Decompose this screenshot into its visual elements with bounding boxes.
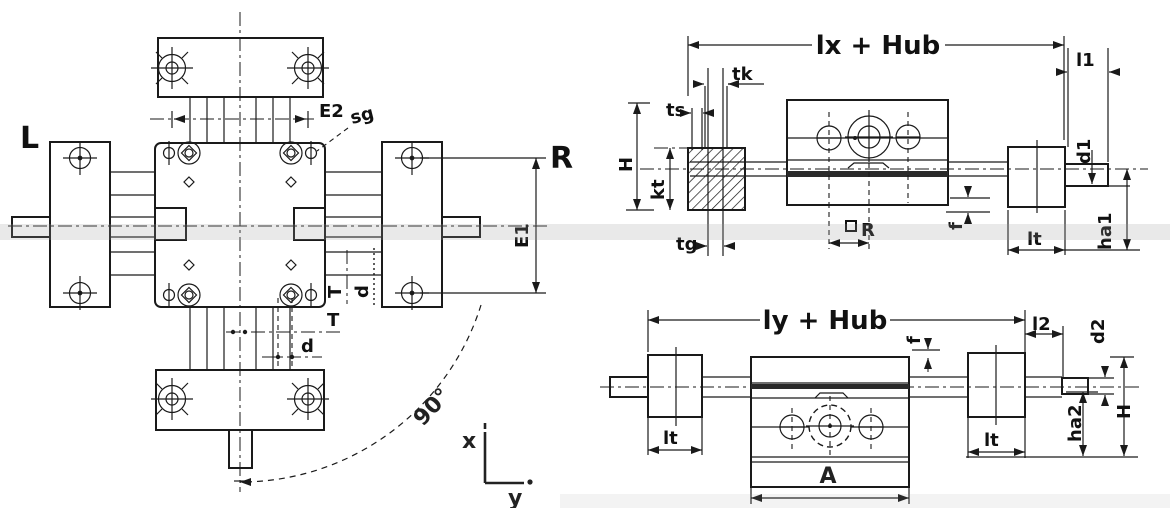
dim-label-h-top: H bbox=[616, 157, 637, 172]
nut-block-hatched bbox=[687, 147, 746, 211]
dim-label-t-right: T bbox=[325, 285, 346, 298]
carriage-body-y: A bbox=[750, 356, 910, 489]
angle-label: 90° bbox=[409, 384, 456, 431]
dim-square-r: R bbox=[828, 163, 875, 249]
x-axis-view: lx + Hub tk ts tg bbox=[616, 31, 1148, 256]
dim-h-bottom: H bbox=[1110, 356, 1135, 456]
dim-tk: tk bbox=[693, 64, 764, 147]
dim-label-lt-left: lt bbox=[663, 428, 678, 449]
dim-label-square-r: R bbox=[861, 220, 875, 241]
dim-t-d-bottom: T d bbox=[226, 298, 342, 368]
square-section-symbol bbox=[845, 220, 857, 232]
dim-label-sg: sg bbox=[348, 103, 376, 129]
dim-lt-right: lt bbox=[967, 417, 1026, 458]
dim-label-lt-top: lt bbox=[1027, 229, 1042, 250]
label-left-axis: L bbox=[20, 121, 39, 156]
scan-artifact-band-bottom bbox=[560, 494, 1170, 508]
dim-label-d-right: d bbox=[352, 285, 373, 298]
dim-h-top: H bbox=[616, 102, 654, 211]
clamp-holes bbox=[63, 141, 429, 310]
dim-label-e2: E2 bbox=[319, 101, 344, 122]
axis-label-y: y bbox=[508, 486, 522, 508]
dim-f-top: f bbox=[946, 186, 990, 230]
end-journal-y bbox=[1061, 377, 1089, 395]
dim-label-ha2: ha2 bbox=[1065, 405, 1086, 443]
left-shaft-stub bbox=[11, 216, 51, 238]
diamond-holes bbox=[183, 176, 297, 271]
dim-lt-left: lt bbox=[647, 417, 703, 455]
dim-e1: E1 bbox=[420, 157, 546, 294]
y-axis-view: ly + Hub lt bbox=[600, 306, 1140, 504]
left-notch bbox=[155, 207, 187, 241]
dim-label-lt-right: lt bbox=[984, 430, 999, 451]
dim-label-lx-hub: lx + Hub bbox=[816, 31, 940, 61]
bottom-shaft-stub bbox=[228, 429, 253, 469]
dim-label-tk: tk bbox=[732, 64, 754, 85]
corner-screws bbox=[177, 141, 303, 307]
dim-label-d-bottom: d bbox=[301, 336, 314, 357]
dim-label-ts: ts bbox=[666, 100, 685, 121]
slider-band bbox=[787, 171, 948, 177]
axis-origin-dot bbox=[527, 479, 533, 485]
dim-label-kt: kt bbox=[648, 179, 669, 200]
axis-label-x: x bbox=[462, 429, 476, 454]
slider-band-y bbox=[751, 384, 909, 389]
label-right-axis: R bbox=[550, 141, 573, 176]
dim-a bbox=[750, 487, 910, 504]
scan-artifact-band bbox=[0, 224, 1170, 240]
dim-ha1: ha1 bbox=[1065, 169, 1140, 251]
dim-label-l2: l2 bbox=[1032, 314, 1051, 335]
dim-label-ly-hub: ly + Hub bbox=[763, 306, 888, 336]
dim-lx-hub: lx + Hub bbox=[687, 31, 1065, 140]
left-bearing-block-y bbox=[647, 354, 703, 418]
left-view-top-view: E2 sg E1 T d T d bbox=[8, 12, 573, 508]
setscrew-holes bbox=[162, 141, 318, 307]
dim-l2: l2 bbox=[1025, 314, 1064, 377]
dim-label-h-bottom: H bbox=[1114, 404, 1135, 419]
dim-d1: d1 bbox=[1067, 139, 1130, 187]
axis-indicator: x y bbox=[462, 423, 533, 508]
dim-label-ha1: ha1 bbox=[1095, 213, 1116, 251]
dim-label-t-bottom: T bbox=[327, 310, 340, 331]
leadscrew-lines bbox=[110, 97, 382, 370]
dim-lt-top: lt bbox=[1007, 210, 1066, 255]
plate-mount-holes bbox=[151, 47, 329, 420]
dim-ha2: ha2 bbox=[1065, 391, 1098, 456]
right-shaft-stub bbox=[441, 216, 481, 238]
dim-e2: E2 bbox=[150, 101, 344, 128]
dim-ly-hub: ly + Hub bbox=[647, 306, 1026, 352]
dim-label-d1: d1 bbox=[1074, 139, 1095, 164]
carriage-body-x bbox=[786, 99, 949, 206]
central-block bbox=[154, 142, 326, 308]
dim-label-l1: l1 bbox=[1076, 50, 1095, 71]
dim-f-bottom: f bbox=[904, 336, 940, 376]
dim-l1: l1 bbox=[1056, 48, 1120, 162]
end-journal-x bbox=[1064, 163, 1109, 187]
dim-d2: d2 bbox=[1088, 319, 1114, 406]
dim-label-tg: tg bbox=[676, 234, 698, 255]
dim-label-f-top: f bbox=[946, 222, 967, 230]
right-notch bbox=[293, 207, 325, 241]
dim-label-e1: E1 bbox=[512, 223, 533, 248]
dim-t-d-right: T d bbox=[325, 248, 375, 306]
dim-label-d2: d2 bbox=[1088, 319, 1109, 344]
dim-ts: ts bbox=[666, 100, 714, 150]
dim-label-a: A bbox=[819, 464, 836, 489]
dim-label-f-bottom: f bbox=[904, 336, 925, 344]
